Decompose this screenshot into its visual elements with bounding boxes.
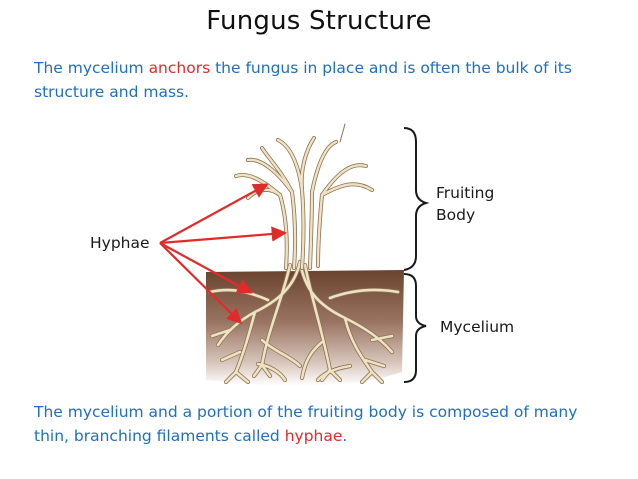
fruiting-body-label-line1: Fruiting [436, 184, 495, 202]
fruiting-body-label-line2: Body [436, 206, 476, 224]
outro-text-part2: . [342, 427, 348, 445]
mycelium-label: Mycelium [440, 318, 515, 336]
fruiting-body-brace [403, 127, 430, 271]
intro-highlight: anchors [148, 59, 211, 77]
hyphae-arrows [159, 183, 288, 325]
arrow-to-stalk [159, 226, 288, 245]
arrow-to-mycelium-lower [159, 242, 243, 325]
mycelium-network [207, 259, 401, 385]
outro-text: The mycelium and a portion of the fruiti… [34, 400, 614, 448]
arrow-to-cap [159, 183, 269, 244]
hyphae-label: Hyphae [90, 234, 150, 252]
outro-text-part1: The mycelium and a portion of the fruiti… [34, 403, 578, 445]
arrow-to-mycelium-upper [159, 242, 253, 294]
intro-text-part1: The mycelium [34, 59, 149, 77]
fruiting-body [234, 123, 374, 270]
intro-text-part2: the fungus in place and is often the bul… [34, 59, 572, 101]
soil-layer [206, 270, 404, 386]
intro-text: The mycelium anchors the fungus in place… [34, 56, 614, 104]
fruiting-body-label: Fruiting Body [436, 182, 526, 226]
page-title: Fungus Structure [206, 6, 432, 36]
outro-highlight: hyphae [284, 427, 343, 445]
mycelium-brace [403, 273, 427, 383]
